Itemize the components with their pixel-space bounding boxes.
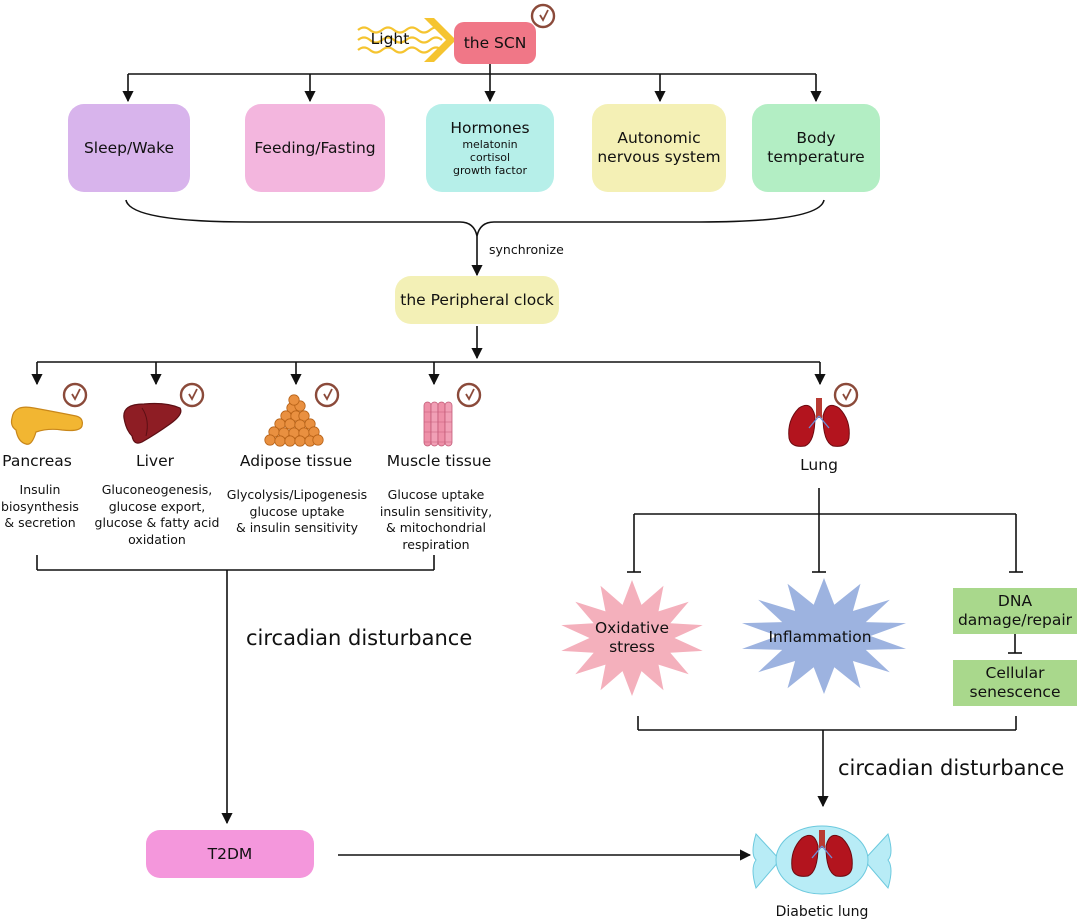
clock-icon [179,382,205,408]
pancreas-icon [10,406,83,445]
feeding-fasting-box: Feeding/Fasting [245,104,385,192]
diabetic-lung-icon [752,825,892,895]
hormones-box: Hormones melatonin cortisol growth facto… [426,104,554,192]
liver-label: Liver [135,452,175,470]
circadian-disturbance-left: circadian disturbance [246,626,473,650]
liver-description: Gluconeogenesis, glucose export, glucose… [94,482,220,547]
clock-icon [530,3,556,29]
muscle-tissue-description: Glucose uptake insulin sensitivity, & mi… [379,487,493,552]
peripheral-connectors [31,326,826,386]
inflammation-star [742,578,906,694]
peripheral-clock-box: the Peripheral clock [395,276,559,324]
synchronize-brace [125,199,825,237]
clock-icon [833,382,859,408]
clock-icon [456,382,482,408]
sleep-wake-box: Sleep/Wake [68,104,190,192]
muscle-tissue-label: Muscle tissue [386,452,492,470]
diabetic-lung-label: Diabetic lung [775,904,869,920]
circadian-disturbance-right: circadian disturbance [838,756,1065,780]
clock-icon [314,382,340,408]
lung-connectors [627,488,1023,654]
scn-box [454,22,536,64]
scn-label: the SCN [463,33,527,52]
t2dm-box: T2DM [146,830,314,878]
scn-connectors [122,64,822,103]
synchronize-label: synchronize [489,242,564,257]
inflammation-label: Inflammation [768,627,872,646]
lung-effects-bracket [637,716,1017,808]
light-wave-icon [357,18,456,62]
lung-label: Lung [800,456,838,474]
oxidative-stress-star [561,580,703,696]
adipose-tissue-label: Adipose tissue [239,452,353,470]
liver-icon [123,402,182,444]
muscle-tissue-icon [423,401,453,447]
adipose-tissue-description: Glycolysis/Lipogenesis glucose uptake & … [226,487,368,535]
tissue-bracket [36,555,435,825]
clock-icons [62,3,859,408]
pancreas-description: Insulin biosynthesis & secretion [1,482,79,530]
dna-damage-box [953,588,1077,634]
cellular-senescence-box [953,660,1077,706]
clock-icon [62,382,88,408]
lung-icon [788,398,850,447]
pancreas-label: Pancreas [2,452,72,470]
adipose-tissue-icon [264,394,324,447]
light-label: Light [370,30,410,48]
